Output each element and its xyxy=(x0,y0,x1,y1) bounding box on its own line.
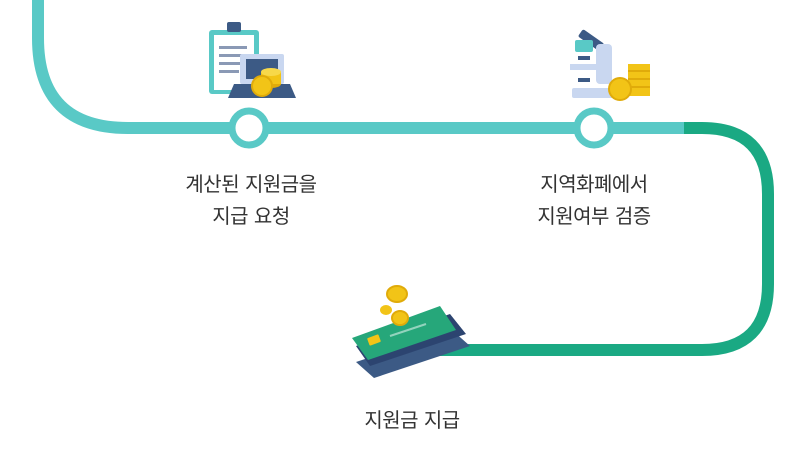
step-2-label: 지역화폐에서 지원여부 검증 xyxy=(484,168,704,232)
path-segment-teal xyxy=(32,0,684,134)
step-3-label: 지원금 지급 xyxy=(302,404,522,436)
step-1-label: 계산된 지원금을 지급 요청 xyxy=(141,168,361,232)
microscope-coins-icon xyxy=(570,29,650,101)
step-1-label-line-1: 계산된 지원금을 xyxy=(185,172,317,196)
step-3-label-line-1: 지원금 지급 xyxy=(364,408,460,432)
step-2-label-line-2: 지원여부 검증 xyxy=(537,204,651,228)
step-node-1 xyxy=(228,107,270,149)
step-2-label-line-1: 지역화폐에서 xyxy=(540,172,648,196)
clipboard-coins-icon xyxy=(209,22,296,98)
path-segment-green xyxy=(430,122,774,356)
step-node-2 xyxy=(573,107,615,149)
card-coins-icon xyxy=(352,285,470,378)
step-1-label-line-2: 지급 요청 xyxy=(212,204,290,228)
